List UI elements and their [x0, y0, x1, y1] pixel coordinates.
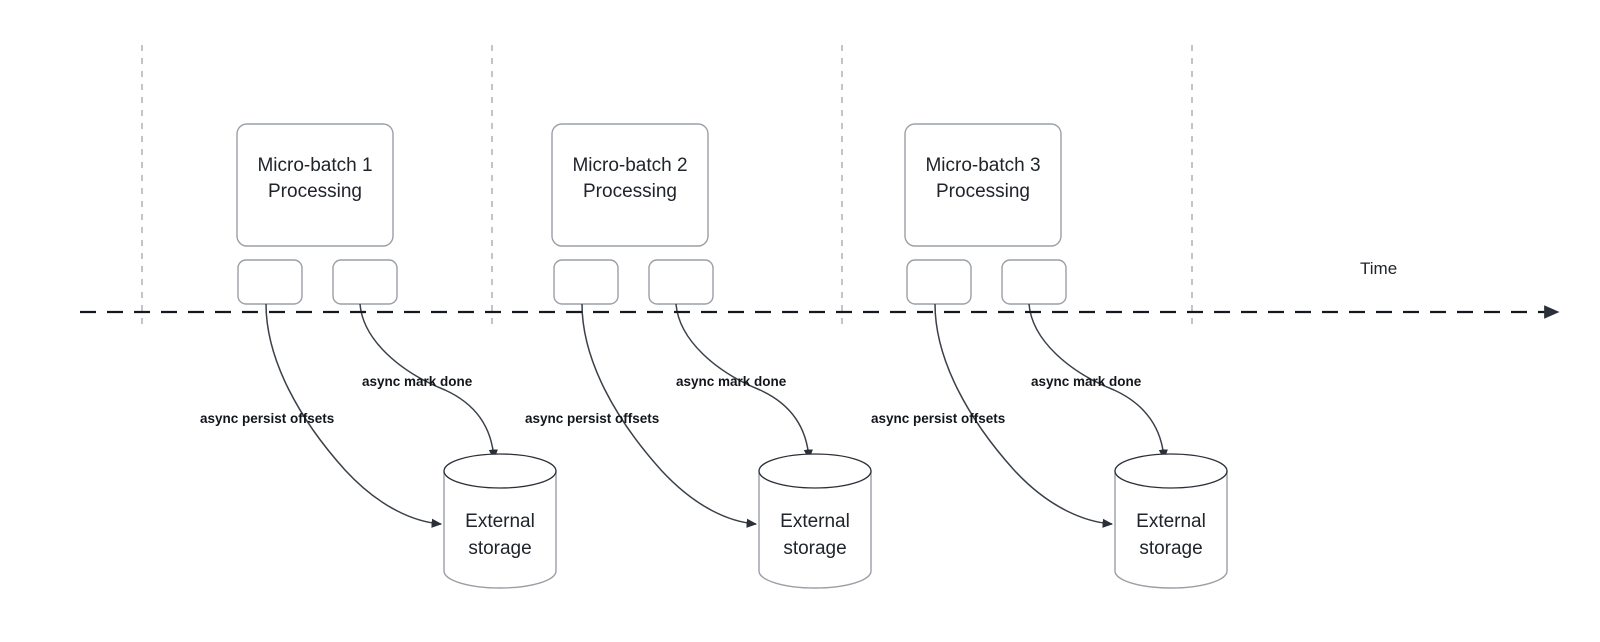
- micro-batch-box-1-label-line2: Processing: [268, 181, 362, 202]
- persist-offsets-edge-2: [581, 303, 758, 528]
- external-storage-3[interactable]: External storage: [1114, 453, 1228, 589]
- external-storage-2-label-line1: External: [780, 511, 850, 532]
- persist-offsets-edge-3: [934, 303, 1114, 528]
- group-1: Micro-batch 1 Processing async persist o…: [200, 123, 557, 589]
- persist-task-box-1[interactable]: [237, 259, 303, 305]
- mark-done-task-box-2[interactable]: [648, 259, 714, 305]
- external-storage-2[interactable]: External storage: [758, 453, 872, 589]
- tick-lines: [141, 45, 1193, 330]
- persist-task-box-2[interactable]: [553, 259, 619, 305]
- micro-batch-box-3-label-line1: Micro-batch 3: [925, 155, 1040, 176]
- micro-batch-box-2[interactable]: [551, 123, 709, 247]
- mark-done-label-1: async mark done: [362, 374, 473, 389]
- persist-offsets-edge-1: [265, 303, 443, 528]
- group-3: Micro-batch 3 Processing async persist o…: [871, 123, 1228, 589]
- mark-done-edge-3: [1028, 303, 1168, 461]
- time-axis: Time: [80, 259, 1560, 319]
- external-storage-1[interactable]: External storage: [443, 453, 557, 589]
- persist-offsets-label-3: async persist offsets: [871, 411, 1005, 426]
- persist-task-box-3[interactable]: [906, 259, 972, 305]
- micro-batch-box-2-label-line1: Micro-batch 2: [572, 155, 687, 176]
- external-storage-3-label-line2: storage: [1139, 538, 1202, 559]
- micro-batch-box-1[interactable]: [236, 123, 394, 247]
- mark-done-label-2: async mark done: [676, 374, 787, 389]
- external-storage-1-label-line2: storage: [468, 538, 531, 559]
- mark-done-edge-2: [675, 303, 813, 461]
- persist-offsets-label-2: async persist offsets: [525, 411, 659, 426]
- time-axis-label: Time: [1360, 259, 1397, 278]
- micro-batch-box-2-label-line2: Processing: [583, 181, 677, 202]
- persist-offsets-label-1: async persist offsets: [200, 411, 334, 426]
- group-2: Micro-batch 2 Processing async persist o…: [525, 123, 872, 589]
- micro-batch-box-3[interactable]: [904, 123, 1062, 247]
- mark-done-edge-1: [359, 303, 498, 461]
- mark-done-label-3: async mark done: [1031, 374, 1142, 389]
- external-storage-1-label-line1: External: [465, 511, 535, 532]
- external-storage-3-label-line1: External: [1136, 511, 1206, 532]
- mark-done-task-box-1[interactable]: [332, 259, 398, 305]
- external-storage-2-label-line2: storage: [783, 538, 846, 559]
- micro-batch-box-3-label-line2: Processing: [936, 181, 1030, 202]
- mark-done-task-box-3[interactable]: [1001, 259, 1067, 305]
- micro-batch-box-1-label-line1: Micro-batch 1: [257, 155, 372, 176]
